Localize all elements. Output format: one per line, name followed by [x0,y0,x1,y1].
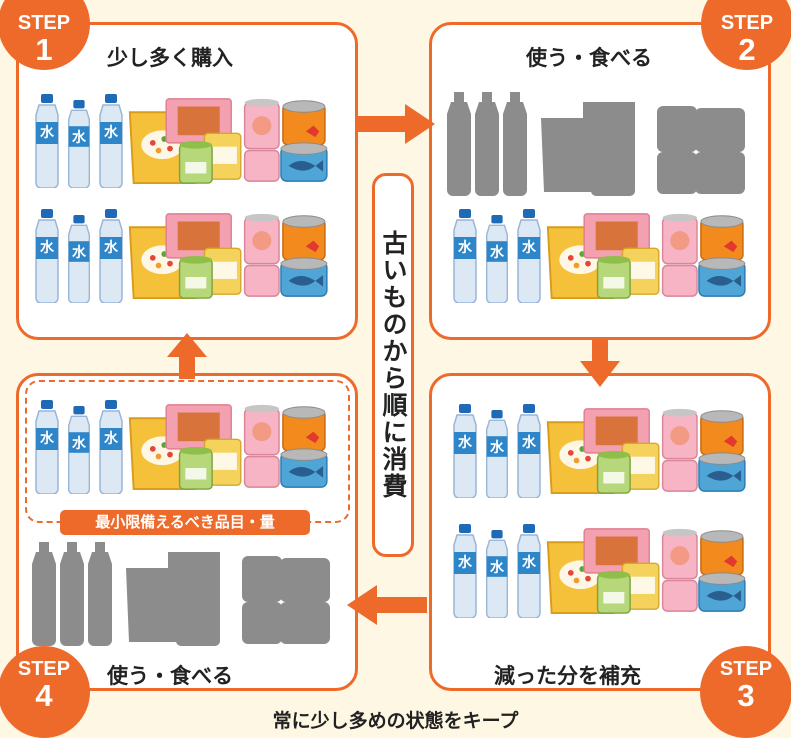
water-char: 水 [490,244,505,261]
food-items [128,212,328,300]
step-number: 1 [35,32,53,67]
water-bottles: 水 水 水 [453,404,541,498]
arrow-right-icon [355,104,435,144]
water-char: 水 [72,244,87,261]
step2-badge: STEP 2 [701,0,791,70]
step3-title: 減った分を補充 [494,664,641,688]
step2-title: 使う・食べる [526,46,652,70]
water-char: 水 [490,439,505,456]
water-char: 水 [522,434,537,451]
arrow-up-icon [167,333,207,379]
water-bottles: 水 水 水 [35,400,123,494]
step1-title: 少し多く購入 [107,46,233,70]
water-char: 水 [72,435,87,452]
step-word: STEP [720,12,774,34]
food-items [546,527,746,615]
arrow-down-icon [580,337,620,387]
food-items [128,97,328,185]
water-char: 水 [40,239,55,256]
empty-items [32,542,330,646]
water-char: 水 [458,554,473,571]
step-number: 4 [35,678,53,713]
step1-badge: STEP 1 [0,0,90,70]
step4-stock-row: 水 水 水 [30,396,350,496]
step-number: 2 [738,32,756,67]
minimum-stock-label: 最小限備えるべき品目・量 [60,510,310,535]
step1-stock-row: 水 水 水 [30,90,350,190]
step-word: STEP [17,12,71,34]
food-items [546,212,746,300]
water-char: 水 [522,554,537,571]
step2-stock-row: 水 水 水 [448,205,768,305]
water-char: 水 [458,239,473,256]
water-char: 水 [104,430,119,447]
food-items [128,403,328,491]
step3-stock-row: 水 水 水 [448,400,768,500]
water-bottles: 水 水 水 [453,524,541,618]
step-number: 3 [737,678,755,713]
step4-title: 使う・食べる [107,664,233,688]
water-bottles: 水 水 水 [35,94,123,188]
bottom-caption: 常に少し多めの状態をキープ [272,710,519,732]
water-char: 水 [72,129,87,146]
water-char: 水 [458,434,473,451]
arrow-left-icon [347,585,427,625]
step-word: STEP [17,658,71,680]
water-char: 水 [104,124,119,141]
step3-stock-row: 水 水 水 [448,520,768,620]
water-char: 水 [104,239,119,256]
water-char: 水 [522,239,537,256]
step1-stock-row: 水 水 水 [30,205,350,305]
empty-items [447,92,745,196]
water-char: 水 [40,430,55,447]
food-items [546,407,746,495]
water-char: 水 [40,124,55,141]
water-char: 水 [490,559,505,576]
step-word: STEP [719,658,773,680]
center-label: 古いものから順に消費 [372,173,414,557]
water-bottles: 水 水 水 [35,209,123,303]
water-bottles: 水 水 水 [453,209,541,303]
